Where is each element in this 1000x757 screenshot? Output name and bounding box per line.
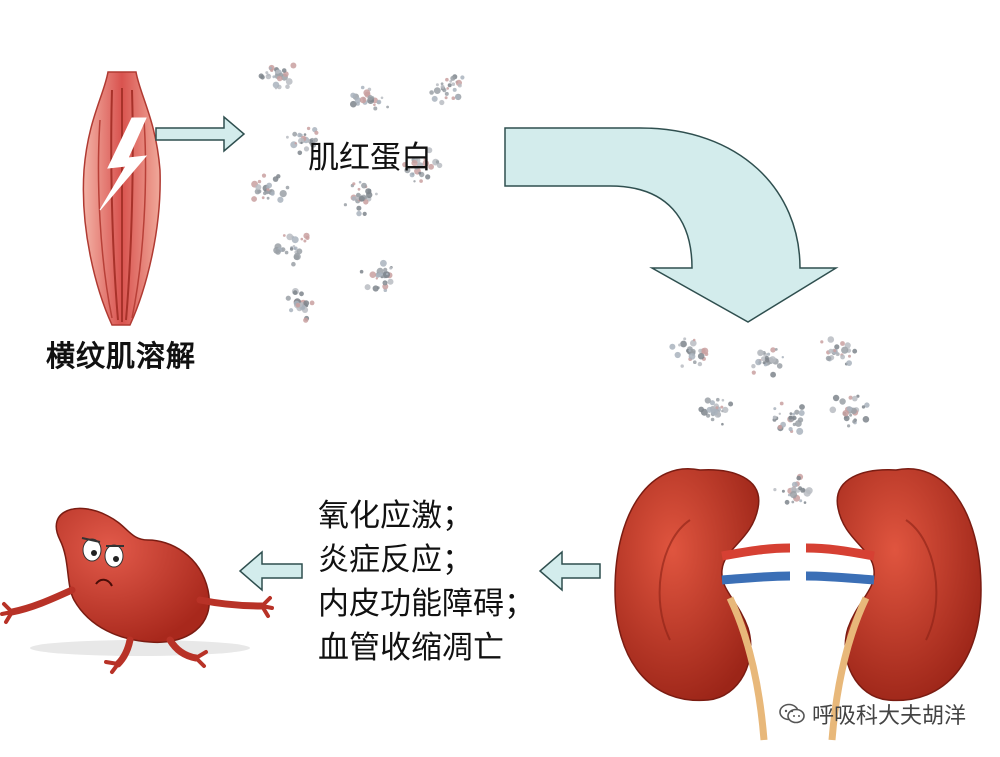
arrow-curved-to-kidney bbox=[504, 127, 839, 323]
myoglobin-molecule bbox=[773, 473, 813, 505]
myoglobin-molecule bbox=[820, 336, 858, 366]
myoglobin-molecule bbox=[258, 62, 297, 90]
label-myoglobin: 肌红蛋白 bbox=[308, 140, 432, 176]
myoglobin-molecule bbox=[698, 397, 734, 426]
arrow-kidney-to-effects bbox=[538, 550, 601, 592]
effect-item: 氧化应激； bbox=[318, 498, 473, 534]
effects-list: 氧化应激； 炎症反应； 内皮功能障碍； 血管收缩凋亡 bbox=[318, 494, 535, 670]
sick-kidney-character bbox=[0, 507, 274, 674]
myoglobin-molecule bbox=[251, 173, 290, 203]
watermark: 呼吸科大夫胡洋 bbox=[778, 698, 966, 730]
myoglobin-molecule bbox=[350, 85, 389, 111]
myoglobin-molecule bbox=[359, 259, 394, 293]
effect-item: 血管收缩凋亡 bbox=[318, 630, 504, 666]
effect-item: 炎症反应； bbox=[318, 542, 473, 578]
myoglobin-molecule bbox=[429, 74, 465, 106]
myoglobin-molecule bbox=[286, 126, 319, 156]
myoglobin-molecule bbox=[669, 337, 709, 368]
kidney-illustration bbox=[614, 468, 982, 741]
myoglobin-molecule bbox=[273, 232, 310, 267]
myoglobin-molecule bbox=[772, 401, 805, 435]
myoglobin-molecule bbox=[751, 347, 784, 378]
myoglobin-molecule bbox=[285, 288, 315, 323]
myoglobin-molecules bbox=[251, 62, 870, 505]
muscle-illustration bbox=[82, 71, 161, 326]
arrow-muscle-to-myoglobin bbox=[155, 115, 246, 153]
myoglobin-molecule bbox=[829, 394, 870, 428]
wechat-icon bbox=[779, 703, 805, 724]
effect-item: 内皮功能障碍； bbox=[318, 586, 535, 622]
myoglobin-molecule bbox=[402, 147, 443, 183]
arrow-effects-to-sick-kidney bbox=[238, 550, 303, 592]
watermark-text: 呼吸科大夫胡洋 bbox=[812, 704, 967, 729]
label-rhabdomyolysis: 横纹肌溶解 bbox=[46, 339, 197, 373]
myoglobin-molecule bbox=[343, 180, 378, 217]
